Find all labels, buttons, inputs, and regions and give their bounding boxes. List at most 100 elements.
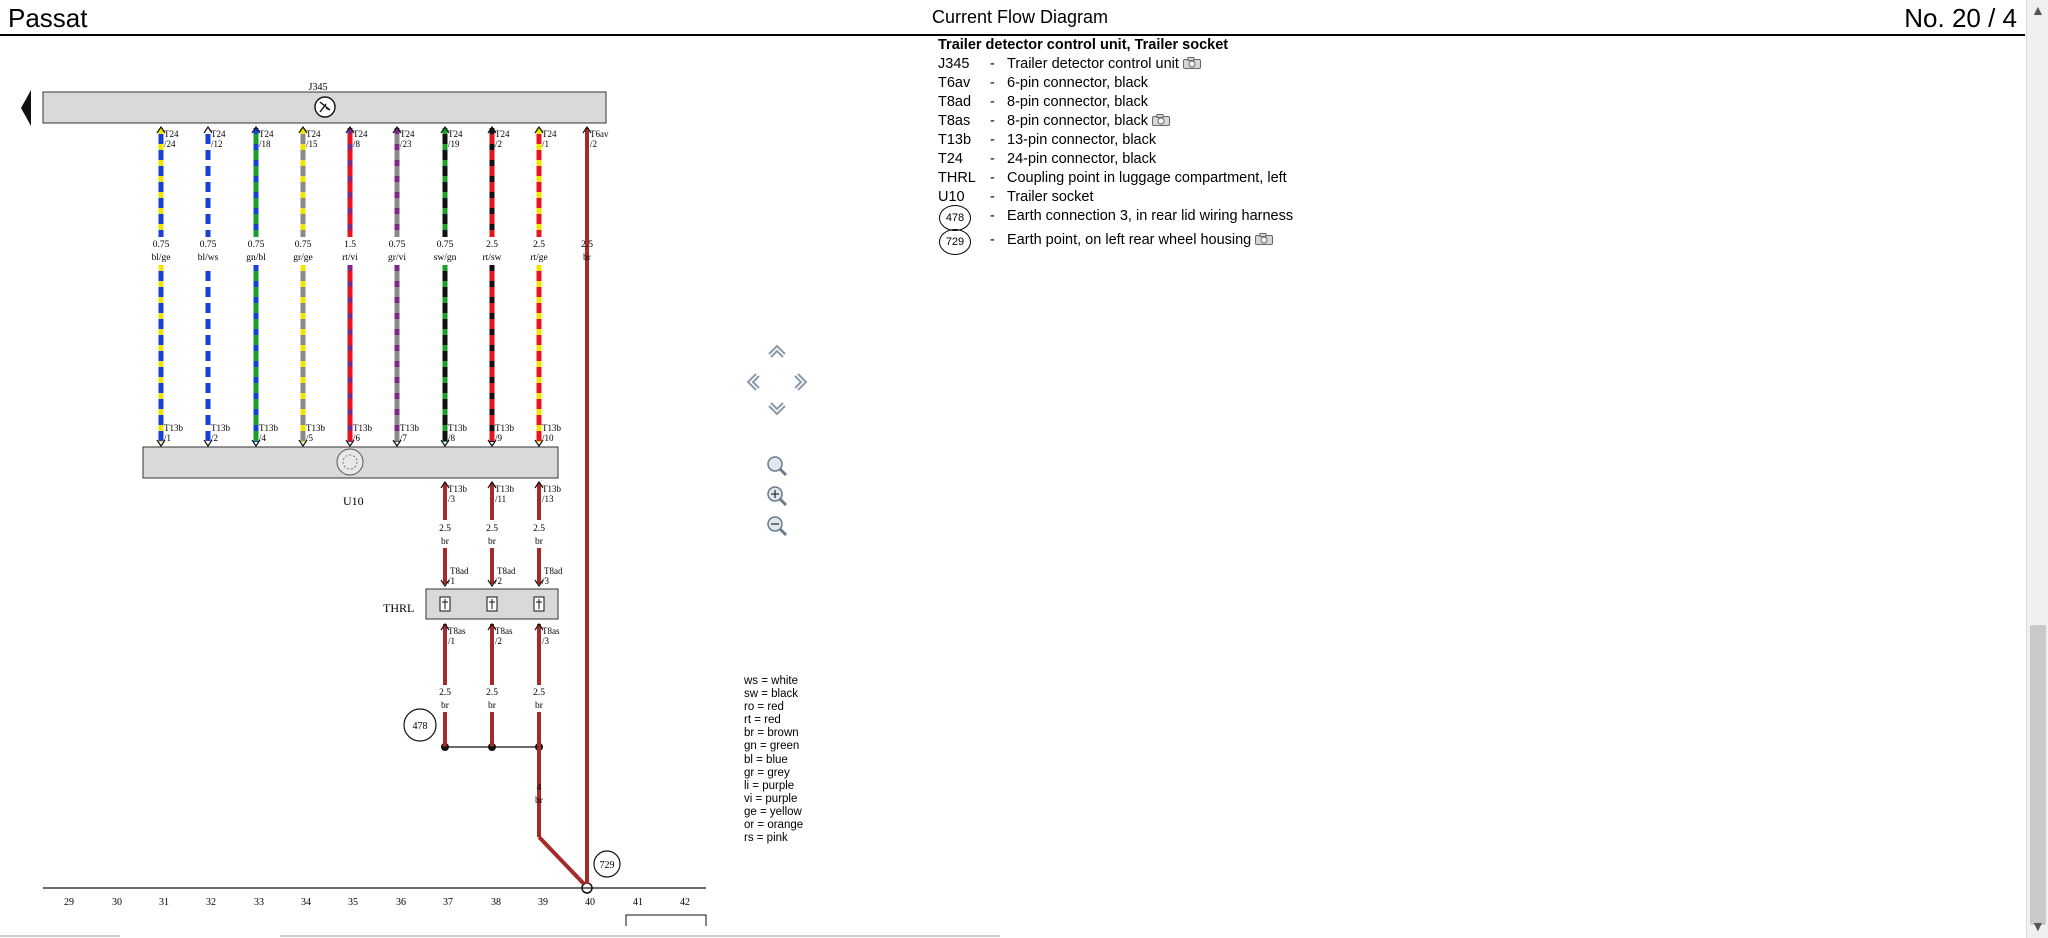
pin-arrow (156, 125, 166, 134)
scroll-up-icon[interactable]: ▲ (2031, 2, 2045, 18)
legend-dash: - (990, 56, 995, 72)
legend-code: T8ad (938, 94, 972, 110)
thrl-pin: /3 (542, 576, 550, 586)
legend-code: U10 (938, 189, 965, 205)
top-connector: T24 (353, 129, 368, 139)
pin-arrow (440, 622, 450, 631)
track-number: 36 (396, 897, 406, 908)
track-number: 39 (538, 897, 548, 908)
wire-size: 2.5 (533, 240, 545, 250)
color-code-entry: ro = red (744, 701, 784, 714)
track-number: 42 (680, 897, 690, 908)
color-code-entry: rs = pink (744, 832, 788, 845)
legend-desc-text: Coupling point in luggage compartment, l… (1007, 170, 1287, 186)
chevron-down-icon[interactable] (768, 402, 786, 416)
legend-code: T13b (938, 132, 972, 148)
bottom-connector: T13b (211, 423, 230, 433)
wire-size: 2.5 (439, 688, 451, 698)
color-code-entry: ws = white (744, 675, 799, 687)
top-pin: /8 (353, 139, 361, 149)
color-code-entry: li = purple (744, 779, 795, 792)
navigation-controls (740, 338, 820, 538)
color-code-entry: bl = blue (744, 753, 788, 766)
pin-arrow (534, 622, 544, 631)
pin-arrow (203, 439, 213, 448)
wire-color: rt/sw (483, 253, 502, 263)
earth-connection-478 (403, 708, 437, 742)
legend-code: J345 (938, 56, 970, 72)
pin-arrow (534, 439, 544, 448)
track-number: 34 (301, 897, 311, 908)
track-number: 41 (633, 897, 643, 908)
pin-arrow (582, 125, 592, 134)
legend-description: 13-pin connector, black (1007, 131, 1156, 150)
scrollbar-thumb[interactable] (2030, 625, 2046, 925)
thrl-connector: T8as (542, 626, 560, 636)
legend-desc-text: 8-pin connector, black (1007, 113, 1149, 129)
bottom-pin: /5 (306, 433, 314, 443)
wire-color: br (583, 253, 592, 263)
top-pin: /12 (211, 139, 223, 149)
track-number: 30 (112, 897, 122, 908)
pin-arrow (392, 439, 402, 448)
legend-item: T8ad-8-pin connector, black (938, 93, 1228, 112)
earth-729-label: 729 (600, 860, 615, 871)
wire-size: 0.75 (153, 240, 170, 250)
thrl-connector: T8ad (544, 566, 563, 576)
zoom-in-icon[interactable] (767, 486, 788, 507)
color-code-entry: rt = red (744, 714, 781, 727)
top-connector: T24 (495, 129, 510, 139)
track-number: 29 (64, 897, 74, 908)
wire-size: 2.5 (533, 524, 545, 534)
zoom-out-icon[interactable] (767, 516, 788, 537)
pin-arrow (487, 439, 497, 448)
legend-description: 6-pin connector, black (1007, 74, 1148, 93)
merged-wire-size: 4 (537, 783, 542, 793)
socket-symbol-icon (336, 448, 364, 476)
wire-color: bl/ge (152, 253, 171, 263)
wire-color: br (441, 701, 450, 711)
chevron-up-icon[interactable] (768, 344, 786, 358)
wire-size: 2.5 (439, 524, 451, 534)
vertical-scrollbar[interactable]: ▲ ▼ (2026, 0, 2048, 938)
camera-icon[interactable] (1255, 233, 1274, 245)
pin-arrow (440, 125, 450, 134)
scroll-down-icon[interactable]: ▼ (2031, 918, 2045, 934)
legend-item: U10-Trailer socket (938, 188, 1228, 207)
top-connector: T24 (448, 129, 463, 139)
pin-arrow (487, 622, 497, 631)
diagram-number: No. 20 / 4 (1904, 3, 2017, 33)
pin-arrow (440, 439, 450, 448)
thrl-label: THRL (383, 601, 414, 615)
earth-478-label: 478 (413, 721, 428, 732)
track-number: 32 (206, 897, 216, 908)
magnifier-icon[interactable] (767, 456, 788, 477)
legend-description: 8-pin connector, black (1007, 93, 1148, 112)
coupling-symbol (536, 599, 542, 609)
coupling-symbol (489, 599, 495, 609)
wire-brown-merged (537, 835, 586, 886)
vehicle-model: Passat (8, 3, 88, 33)
legend-item: 478-Earth connection 3, in rear lid wiri… (938, 205, 1293, 231)
legend-dash: - (990, 232, 995, 248)
pin-arrow (487, 579, 497, 588)
legend-code: 478 (939, 205, 971, 231)
legend-item: THRL-Coupling point in luggage compartme… (938, 169, 1287, 188)
pin-arrow (298, 439, 308, 448)
pin-arrow (534, 125, 544, 134)
color-code-entry: or = orange (744, 819, 804, 832)
chevron-right-icon[interactable] (794, 373, 808, 391)
pin-arrow (440, 480, 450, 489)
u10-connector: T13b (495, 484, 514, 494)
wire-color: rt/vi (342, 253, 358, 263)
camera-icon[interactable] (1152, 114, 1171, 126)
legend-title: Trailer detector control unit, Trailer s… (938, 37, 1229, 53)
wire-size: 2.5 (581, 240, 593, 250)
legend-item: T6av-6-pin connector, black (938, 74, 1228, 93)
wire-color: rt/ge (530, 253, 547, 263)
track-number: 33 (254, 897, 264, 908)
bottom-pin: /9 (495, 433, 503, 443)
camera-icon[interactable] (1182, 57, 1201, 69)
legend-dash: - (990, 208, 995, 224)
chevron-left-icon[interactable] (746, 373, 760, 391)
